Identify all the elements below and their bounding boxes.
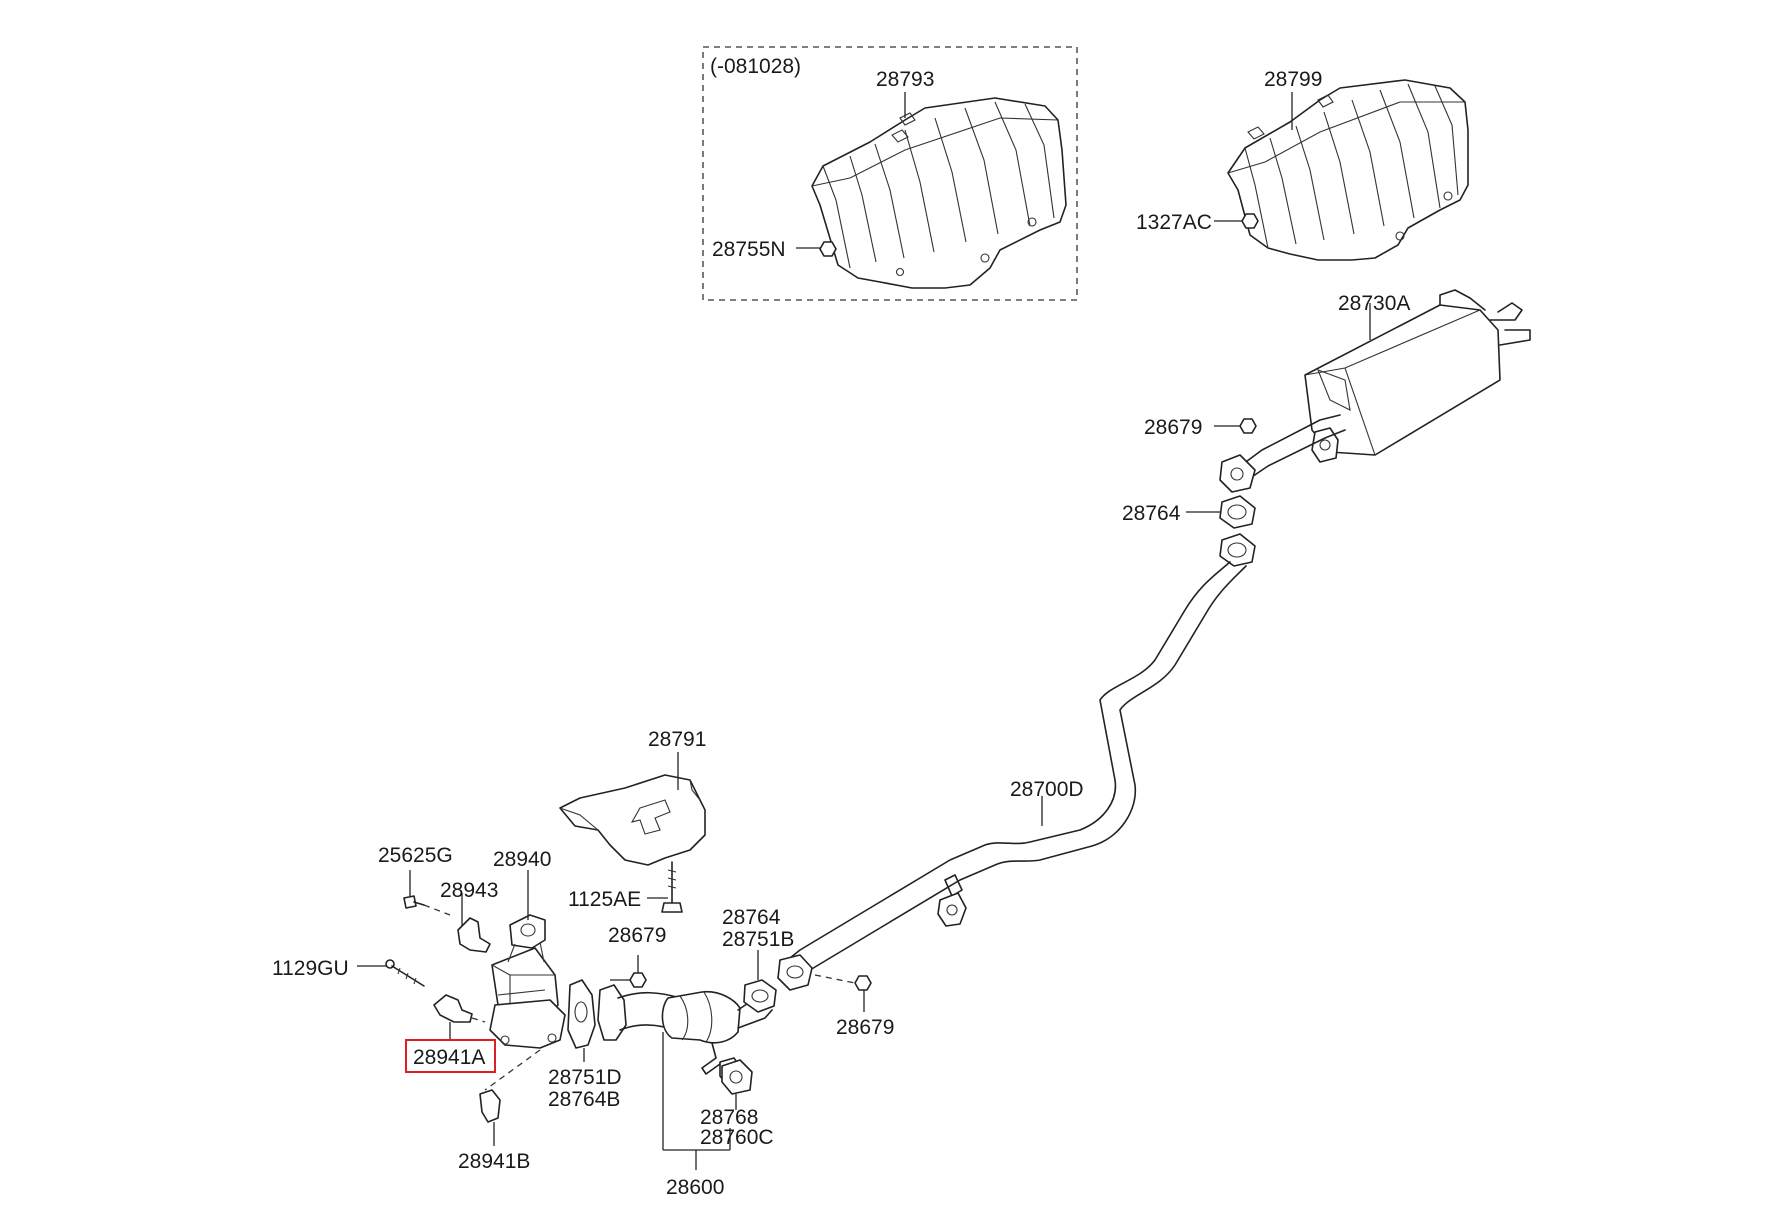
bracket-28943[interactable] [457, 917, 491, 953]
label-28764B[interactable]: 28764B [548, 1088, 620, 1111]
heat-shield-28793[interactable] [811, 97, 1067, 289]
bolt-1125AE[interactable] [661, 861, 683, 913]
revision-group-box [702, 46, 1078, 301]
label-28751D[interactable]: 28751D [548, 1066, 622, 1089]
label-28679-right[interactable]: 28679 [836, 1016, 894, 1039]
label-28768[interactable]: 28768 [700, 1106, 758, 1129]
nut-28679-right[interactable] [854, 975, 872, 991]
label-1327AC[interactable]: 1327AC [1136, 211, 1212, 234]
label-25625G[interactable]: 25625G [378, 844, 453, 867]
gasket-28764-mid[interactable] [743, 979, 777, 1013]
nut-28679-mid[interactable] [629, 972, 647, 988]
label-28799[interactable]: 28799 [1264, 68, 1322, 91]
catalytic-converter-28940[interactable] [489, 914, 566, 1049]
label-28943[interactable]: 28943 [440, 879, 498, 902]
label-28764-mid[interactable]: 28764 [722, 906, 781, 929]
label-28600[interactable]: 28600 [666, 1176, 724, 1199]
label-28941B[interactable]: 28941B [458, 1150, 530, 1173]
bolt-1129GU[interactable] [385, 959, 425, 987]
revision-group-note: (-081028) [710, 55, 801, 78]
gasket-28751D[interactable] [567, 979, 596, 1049]
nut-1327AC[interactable] [1241, 213, 1259, 229]
label-28700D[interactable]: 28700D [1010, 778, 1084, 801]
heat-shield-28791[interactable] [559, 774, 706, 866]
tail-inlet-pipe[interactable] [1219, 414, 1346, 493]
nut-28755N[interactable] [819, 241, 837, 257]
label-28941A[interactable]: 28941A [413, 1046, 485, 1069]
rear-hanger-rubber[interactable] [1311, 427, 1339, 463]
label-28791[interactable]: 28791 [648, 728, 706, 751]
label-1125AE[interactable]: 1125AE [568, 888, 641, 911]
label-28679-mid[interactable]: 28679 [608, 924, 666, 947]
nut-28679-top[interactable] [1239, 418, 1257, 434]
label-28760C[interactable]: 28760C [700, 1126, 774, 1149]
label-28793[interactable]: 28793 [876, 68, 934, 91]
bracket-28941A[interactable] [433, 994, 473, 1023]
bracket-28941B[interactable] [479, 1089, 501, 1123]
label-28730A[interactable]: 28730A [1338, 292, 1410, 315]
label-28751B[interactable]: 28751B [722, 928, 794, 951]
label-1129GU[interactable]: 1129GU [272, 957, 349, 980]
bolt-25625G[interactable] [403, 895, 425, 909]
label-28764-top[interactable]: 28764 [1122, 502, 1181, 525]
gasket-28764-top[interactable] [1219, 495, 1256, 529]
label-28679-top[interactable]: 28679 [1144, 416, 1202, 439]
label-28755N[interactable]: 28755N [712, 238, 786, 261]
label-28940[interactable]: 28940 [493, 848, 551, 871]
heat-shield-28799[interactable] [1227, 79, 1469, 261]
highlight-box-28941A [405, 1039, 496, 1073]
hanger-28768[interactable] [721, 1059, 753, 1095]
center-pipe-28700D[interactable] [777, 533, 1256, 991]
